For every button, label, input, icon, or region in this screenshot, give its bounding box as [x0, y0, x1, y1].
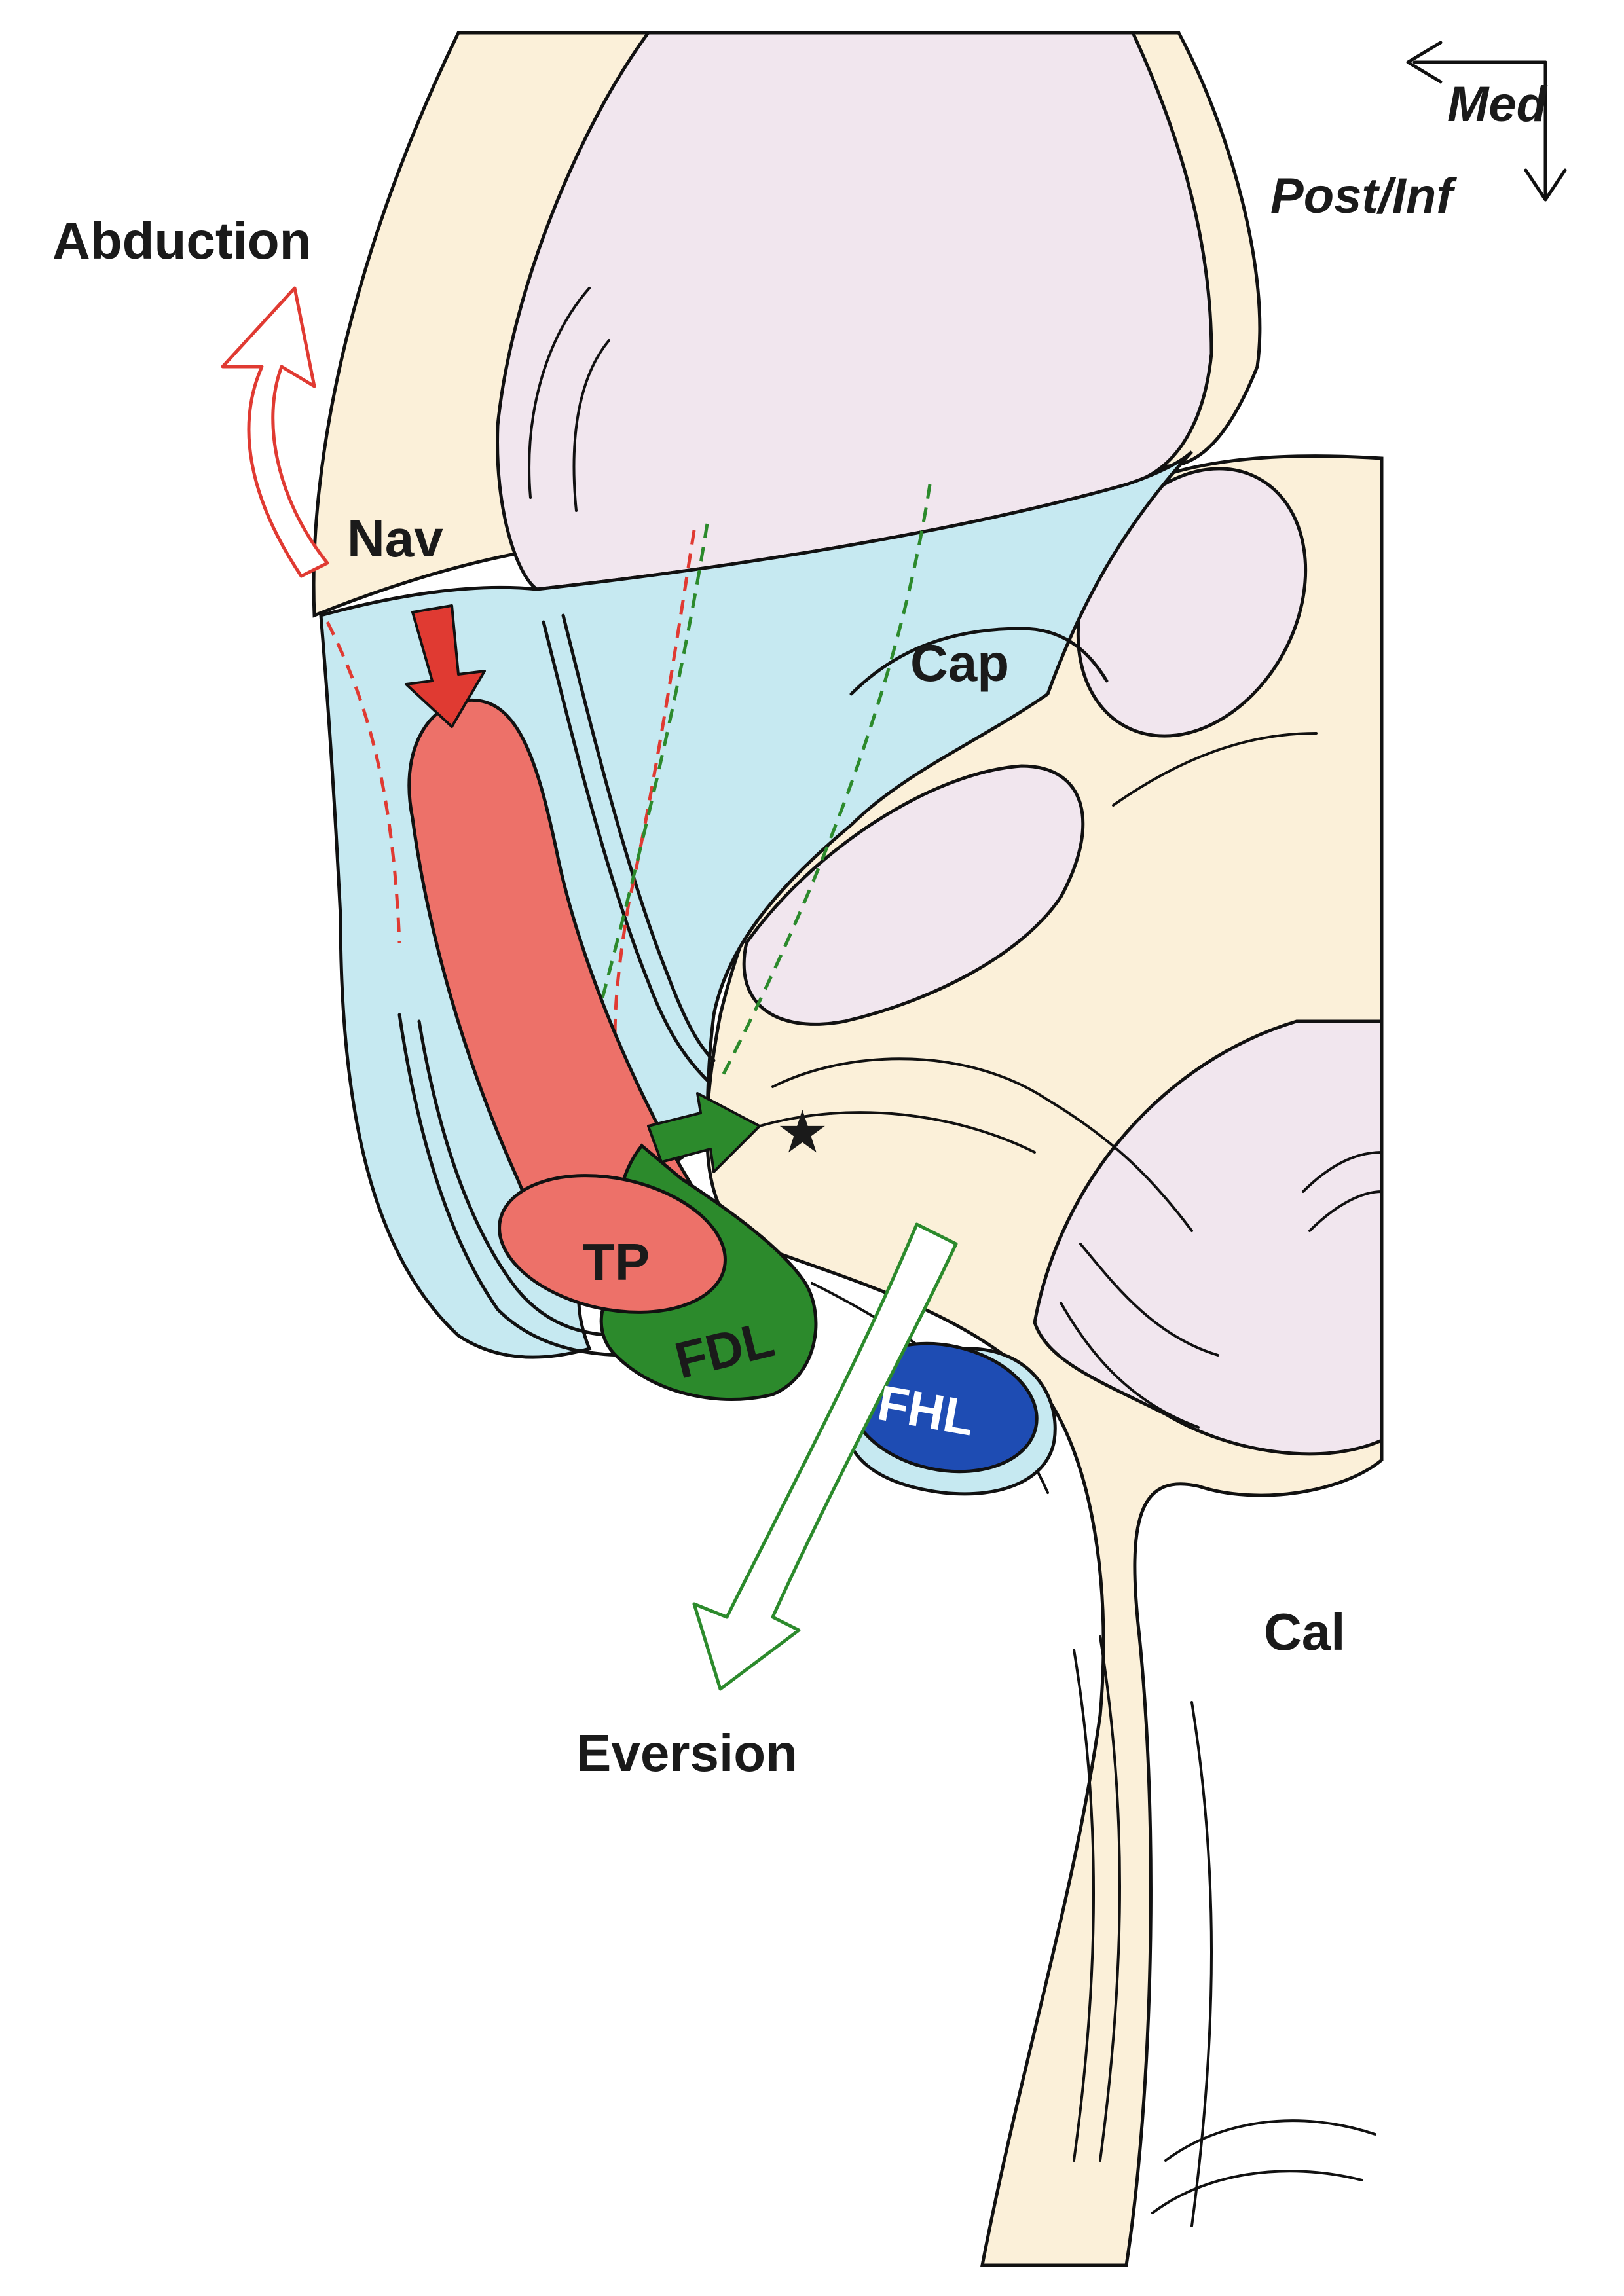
label-nav: Nav	[347, 509, 443, 568]
motion-arrows	[221, 286, 958, 1691]
posterior-facet-cartilage	[1033, 1019, 1384, 1456]
tendon-tp-cross-section	[498, 1174, 727, 1314]
label-cap: Cap	[910, 634, 1009, 692]
tendons	[407, 698, 1057, 1496]
eversion-arrow-icon	[692, 1222, 958, 1691]
compression-arrow-icon	[405, 604, 486, 728]
label-cal: Cal	[1264, 1603, 1346, 1661]
label-abduction: Abduction	[52, 211, 311, 270]
push-arrow-icon	[647, 1092, 761, 1173]
star-marker-icon: ★	[776, 1100, 829, 1165]
tendon-tp-shaft	[407, 698, 708, 1287]
label-eversion: Eversion	[576, 1724, 798, 1782]
abduction-arrow-icon	[221, 286, 329, 578]
green-dashed-line-center	[587, 523, 709, 1048]
label-tp: TP	[583, 1233, 650, 1291]
red-dashed-line-left	[325, 621, 401, 943]
green-dashed-line-right	[718, 484, 932, 1082]
orientation-axes-icon	[1406, 41, 1567, 202]
label-med: Med	[1447, 77, 1548, 132]
capsule-layer-lines	[397, 613, 1109, 1357]
ligament-dashed-lines	[325, 484, 932, 1107]
red-dashed-line-middle	[613, 530, 696, 1107]
label-post-inf: Post/Inf	[1270, 168, 1457, 224]
articular-cartilage	[496, 31, 1384, 1456]
middle-facet-cartilage	[742, 764, 1085, 1026]
